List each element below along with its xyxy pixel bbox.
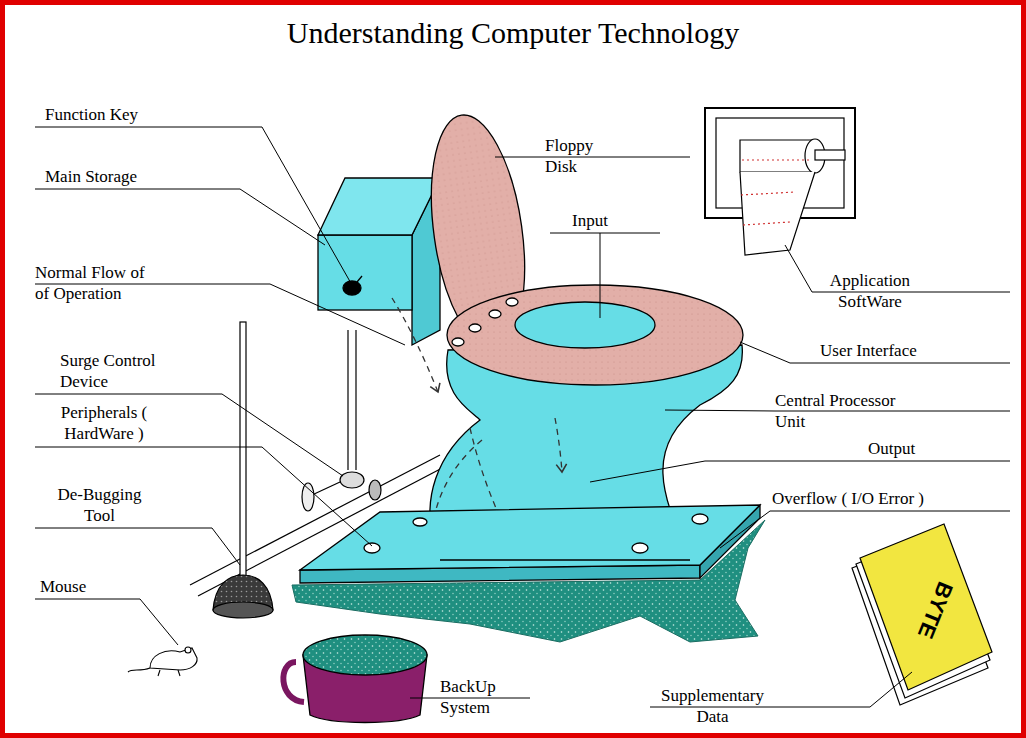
callout-label: Function Key: [45, 104, 138, 125]
callout-label: Supplementary Data: [650, 685, 775, 727]
callout-label: Input: [572, 210, 608, 231]
callout-label: Normal Flow of of Operation: [35, 262, 147, 304]
plunger: [213, 322, 273, 618]
callout-label: Peripherals ( HardWare ): [60, 402, 148, 444]
callout-label: Main Storage: [45, 166, 137, 187]
leader-line: [35, 127, 1010, 707]
callout-label: Overflow ( I/O Error ): [772, 488, 924, 509]
diagram-title: Understanding Computer Technology: [0, 16, 1026, 50]
bucket: [283, 635, 427, 723]
callout-label: Application SoftWare: [820, 270, 920, 312]
callout-label: Floppy Disk: [545, 135, 607, 177]
tank: [318, 178, 440, 345]
callout-label: Mouse: [40, 576, 86, 597]
frame: [3, 3, 1024, 736]
valve: [302, 472, 381, 511]
magazine: [852, 524, 992, 705]
toilet-paper: [705, 108, 855, 255]
callout-label: Central Processor Unit: [775, 390, 910, 432]
callout-label: De-Bugging Tool: [52, 484, 147, 526]
seat: [447, 285, 743, 385]
mouse: [128, 647, 197, 676]
base: [300, 505, 760, 583]
callout-label: Surge Control Device: [60, 350, 175, 392]
callout-label: BackUp System: [440, 676, 508, 718]
callout-label: Output: [868, 438, 915, 459]
callout-label: User Interface: [820, 340, 917, 361]
